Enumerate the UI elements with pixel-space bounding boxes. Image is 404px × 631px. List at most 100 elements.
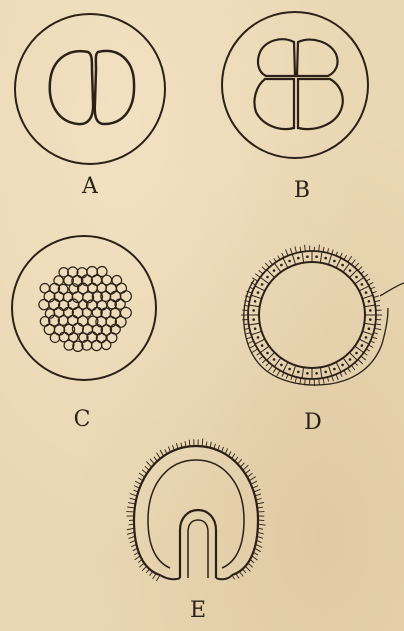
gastrula-cilium: [138, 560, 142, 563]
blastula-cell-wall: [255, 339, 265, 344]
gastrula-cilium: [247, 473, 252, 477]
blastula-cell-wall: [274, 263, 280, 272]
blastula-cilium: [340, 253, 342, 258]
gastrula-cilium: [255, 548, 261, 552]
blastula-nucleus: [280, 264, 283, 267]
gastrula-cilium: [236, 574, 239, 579]
blastula-cell-wall: [302, 252, 304, 263]
gastrula-cilium: [157, 453, 161, 459]
gastrula-cilium: [128, 536, 135, 538]
blastula-cilium: [252, 349, 258, 353]
blastula-cell-wall: [355, 277, 364, 283]
blastula-cilium: [259, 356, 263, 359]
blastula-cilium: [336, 374, 338, 380]
gastrula-cilium: [254, 489, 261, 492]
gastrula-cilium: [154, 457, 157, 461]
blastula-cilium: [348, 368, 351, 372]
blastula-cell-wall: [260, 346, 269, 352]
gastrula-cilium: [153, 574, 157, 579]
blastula-nucleus: [324, 257, 327, 260]
gastrula-cilium: [240, 463, 244, 467]
figure-e-archenteron: [188, 520, 208, 578]
blastula-cilium: [277, 370, 280, 375]
blastula-cilium: [305, 245, 306, 252]
blastula-cilium: [351, 260, 355, 265]
blastula-cell-wall: [343, 358, 349, 367]
blastula-nucleus: [333, 260, 336, 263]
blastula-cell-wall: [255, 286, 265, 291]
blastula-nucleus: [369, 309, 372, 312]
blastula-nucleus: [365, 336, 368, 339]
blastula-cell-wall: [249, 305, 260, 307]
blastula-cilium: [358, 360, 363, 365]
morula-cell: [92, 340, 102, 350]
gastrula-cilium: [239, 572, 243, 577]
figure-label-b: B: [294, 180, 310, 202]
blastula-nucleus: [341, 264, 344, 267]
blastula-cilium: [274, 258, 276, 262]
morula-cell: [120, 291, 131, 302]
blastula-cilium: [344, 255, 347, 259]
morula-cell: [50, 333, 59, 342]
blastula-cell-wall: [302, 367, 304, 378]
blastula-nucleus: [369, 318, 372, 321]
blastula-cell-wall: [359, 286, 369, 291]
blastula-nucleus: [368, 300, 371, 303]
gastrula-cilium: [127, 528, 134, 530]
blastula-nucleus: [306, 255, 309, 258]
figure-label-d: D: [304, 412, 322, 434]
gastrula-cilium: [235, 457, 238, 461]
gastrula-cilium: [258, 520, 264, 521]
blastula-cilium: [259, 270, 263, 274]
blastula-cilium: [262, 360, 266, 364]
blastula-nucleus: [355, 352, 358, 355]
gastrula-cilium: [229, 452, 232, 457]
figure-b-cell-bottom-right: [298, 79, 343, 129]
blastula-cilium: [244, 324, 248, 325]
gastrula-cilium: [251, 481, 257, 484]
blastula-cell-wall: [283, 362, 288, 372]
blastula-cilium: [268, 365, 272, 371]
blastula-nucleus: [254, 327, 257, 330]
figure-a-cell-right: [95, 51, 134, 124]
figure-c-membrane: [12, 236, 156, 380]
gastrula-cilium: [145, 466, 149, 470]
blastula-cell-wall: [362, 295, 373, 298]
morula-cell: [97, 301, 107, 311]
gastrula-cilium: [135, 556, 141, 560]
gastrula-cilium: [142, 470, 147, 474]
blastula-cilium: [257, 353, 261, 356]
gastrula-cilium: [142, 566, 147, 571]
gastrula-cilium: [250, 560, 254, 563]
blastula-nucleus: [297, 257, 300, 260]
blastula-cell-wall: [251, 331, 262, 334]
blastula-nucleus: [349, 269, 352, 272]
blastula-nucleus: [324, 371, 327, 374]
gastrula-cilium: [245, 566, 250, 571]
blastula-nucleus: [257, 336, 260, 339]
blastula-cilium: [282, 373, 284, 377]
gastrula-cilium: [249, 477, 256, 481]
figure-label-a: A: [82, 176, 98, 198]
blastula-cell-wall: [260, 277, 269, 283]
blastula-cilium: [371, 341, 375, 343]
blastula-cilium: [366, 279, 370, 281]
gastrula-cilium: [160, 450, 163, 456]
gastrula-cilium: [150, 572, 153, 576]
blastula-cilium: [286, 249, 289, 255]
blastula-cilium: [374, 296, 379, 298]
blastula-cell-wall: [343, 263, 349, 272]
morula-cell: [88, 283, 98, 293]
blastula-cilium: [273, 368, 276, 373]
blastula-cilium: [290, 248, 292, 254]
figure-label-e: E: [190, 600, 206, 622]
figure-e-blastopore-lips: [160, 575, 232, 579]
gastrula-cilium: [258, 524, 266, 525]
blastula-cell-wall: [336, 362, 341, 372]
gastrula-cilium: [238, 459, 242, 464]
blastula-cilium: [375, 301, 381, 302]
morula-cell: [77, 268, 87, 278]
figure-e-gastrula: [126, 439, 265, 582]
blastula-cilium: [328, 248, 329, 253]
blastula-nucleus: [266, 276, 269, 279]
